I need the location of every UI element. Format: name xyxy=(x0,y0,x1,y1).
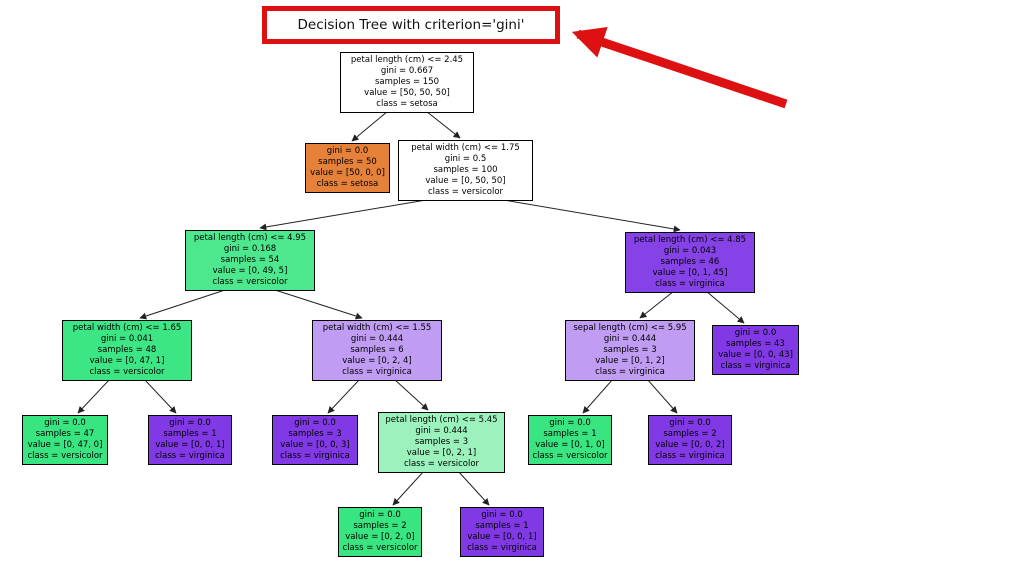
edge-sl595-leaf010 xyxy=(582,378,614,414)
edge-pl495-pw165 xyxy=(139,288,229,320)
edge-root-petal-width-1-75 xyxy=(425,110,461,139)
annotation-arrow xyxy=(571,26,788,109)
tree-node-virginica-leaf-2: gini = 0.0 samples = 2 value = [0, 0, 2]… xyxy=(648,415,732,466)
tree-node-setosa-leaf: gini = 0.0 samples = 50 value = [50, 0, … xyxy=(305,143,390,194)
tree-node-petal-length-4-85: petal length (cm) <= 4.85 gini = 0.043 s… xyxy=(625,232,755,294)
edge-pw175-pl495 xyxy=(259,198,433,231)
tree-node-versicolor-leaf-47: gini = 0.0 samples = 47 value = [0, 47, … xyxy=(22,415,108,466)
title-highlight-box: Decision Tree with criterion='gini' xyxy=(262,6,560,44)
tree-node-virginica-leaf-43: gini = 0.0 samples = 43 value = [0, 0, 4… xyxy=(712,325,799,376)
tree-node-petal-length-4-95: petal length (cm) <= 4.95 gini = 0.168 s… xyxy=(185,230,315,292)
edge-pl545-leaf020 xyxy=(392,470,425,506)
edge-pl485-sl595 xyxy=(639,290,675,319)
edge-pw175-pl485 xyxy=(497,198,681,233)
tree-node-versicolor-leaf-1: gini = 0.0 samples = 1 value = [0, 1, 0]… xyxy=(528,415,612,466)
edge-pl485-leaf43 xyxy=(705,290,745,324)
tree-node-sepal-length-5-95: sepal length (cm) <= 5.95 gini = 0.444 s… xyxy=(565,320,695,382)
edge-pw155-leaf003 xyxy=(327,378,361,414)
edge-pl545-leaf001b xyxy=(457,470,490,506)
tree-node-versicolor-leaf-2: gini = 0.0 samples = 2 value = [0, 2, 0]… xyxy=(338,507,422,558)
figure-title: Decision Tree with criterion='gini' xyxy=(297,17,525,33)
edge-sl595-leaf002 xyxy=(646,378,678,414)
tree-node-root: petal length (cm) <= 2.45 gini = 0.667 s… xyxy=(340,52,474,114)
tree-node-petal-length-5-45: petal length (cm) <= 5.45 gini = 0.444 s… xyxy=(378,412,505,474)
edge-pw165-leaf001 xyxy=(143,378,177,414)
tree-node-petal-width-1-75: petal width (cm) <= 1.75 gini = 0.5 samp… xyxy=(398,140,533,202)
edge-pw155-pl545 xyxy=(393,378,429,411)
edge-root-setosa-leaf xyxy=(351,110,389,142)
tree-node-petal-width-1-65: petal width (cm) <= 1.65 gini = 0.041 sa… xyxy=(62,320,192,382)
tree-node-virginica-leaf-1: gini = 0.0 samples = 1 value = [0, 0, 1]… xyxy=(148,415,232,466)
edge-pl495-pw155 xyxy=(271,288,363,320)
edge-pw165-leaf47 xyxy=(77,378,111,414)
tree-node-virginica-leaf-3: gini = 0.0 samples = 3 value = [0, 0, 3]… xyxy=(272,415,358,466)
tree-node-virginica-leaf-1b: gini = 0.0 samples = 1 value = [0, 0, 1]… xyxy=(460,507,544,558)
tree-node-petal-width-1-55: petal width (cm) <= 1.55 gini = 0.444 sa… xyxy=(312,320,442,382)
